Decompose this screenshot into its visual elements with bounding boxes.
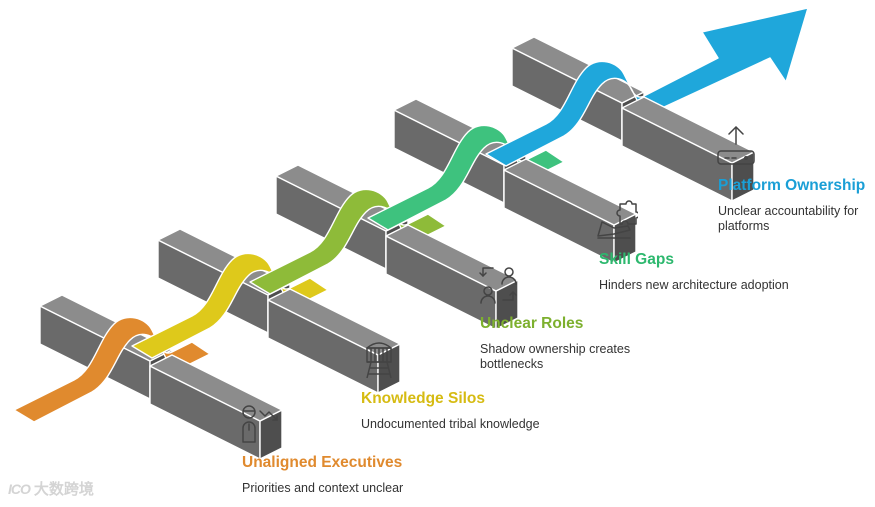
step-title: Knowledge Silos bbox=[361, 390, 486, 407]
ribbon-segment-olive bbox=[249, 188, 447, 295]
step-title: Unclear Roles bbox=[480, 315, 584, 332]
step-title: Skill Gaps bbox=[599, 251, 674, 268]
step-description: Priorities and context unclear bbox=[242, 481, 404, 495]
step-skill-gaps: Skill Gaps Hinders new architecture adop… bbox=[599, 251, 789, 293]
step-description: Unclear accountability for platforms bbox=[718, 204, 859, 233]
watermark: ICO 大数跨境 bbox=[8, 478, 94, 499]
platform-upload-icon bbox=[717, 126, 755, 165]
step-description: Undocumented tribal knowledge bbox=[361, 417, 540, 431]
ribbon-segment-orange bbox=[13, 316, 211, 423]
step-title: Platform Ownership bbox=[718, 177, 866, 194]
step-knowledge-silos: Knowledge Silos Undocumented tribal know… bbox=[361, 390, 540, 432]
step-description: Hinders new architecture adoption bbox=[599, 278, 789, 292]
step-title: Unaligned Executives bbox=[242, 454, 403, 471]
step-platform-ownership: Platform Ownership Unclear accountabilit… bbox=[718, 177, 868, 234]
executive-person-icon bbox=[242, 405, 278, 443]
puzzle-hand-icon bbox=[597, 200, 638, 239]
ribbon-segment-yellow bbox=[131, 252, 329, 359]
ribbon-segment-blue-arrow bbox=[485, 7, 809, 167]
block-1-front-top bbox=[149, 354, 283, 422]
step-description: Shadow ownership creates bottlenecks bbox=[480, 342, 631, 371]
role-swap-icon bbox=[479, 267, 517, 304]
silo-tower-icon bbox=[366, 342, 392, 379]
step-unclear-roles: Unclear Roles Shadow ownership creates b… bbox=[480, 315, 660, 372]
step-unaligned-executives: Unaligned Executives Priorities and cont… bbox=[242, 454, 403, 496]
watermark-text: 大数跨境 bbox=[33, 481, 94, 498]
block-4-front-top bbox=[503, 158, 637, 226]
block-2-front-top bbox=[267, 288, 401, 356]
watermark-logo: ICO bbox=[8, 480, 31, 497]
ribbon-segment-green bbox=[367, 124, 565, 231]
